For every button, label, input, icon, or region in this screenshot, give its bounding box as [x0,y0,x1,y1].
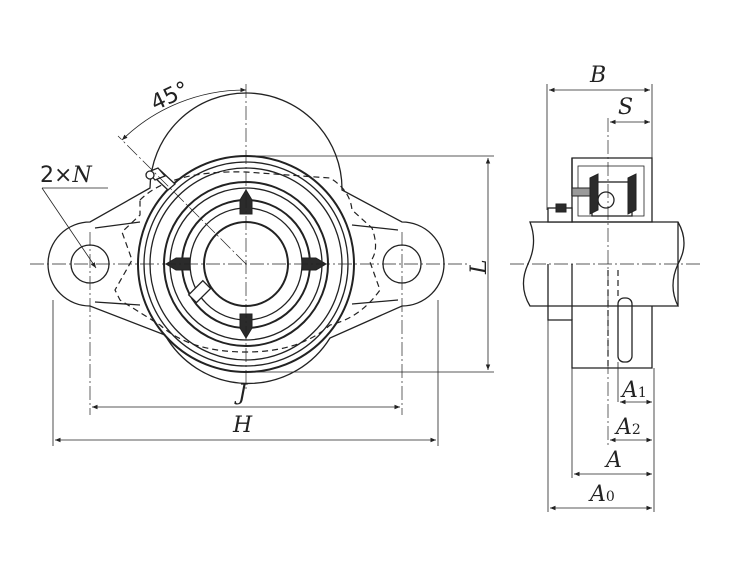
label-B: B [589,63,606,88]
hidden-housing-outline [114,171,381,353]
front-view: 45° 2×N L J H [30,77,494,446]
holes-leader [41,187,97,269]
seal-left [589,173,599,215]
label-S: S [618,95,633,120]
label-J: J [234,381,248,406]
label-L: L [467,259,492,275]
flange-outline [47,92,445,385]
label-A1: A1 [620,378,647,403]
notch-right [301,257,327,271]
side-set-screw [555,203,567,213]
flange-inner-left [94,221,141,306]
seal-right [627,173,637,215]
holes-label: 2×N [40,163,92,188]
side-view: B S A1 A2 A A0 [510,63,700,512]
label-H: H [232,413,253,438]
flange-inner-right [351,224,399,305]
housing-top [571,157,653,223]
set-screw [187,279,212,304]
ball [597,191,615,209]
label-A2: A2 [614,415,641,440]
angle-label: 45° [147,77,193,116]
label-A: A [604,448,622,473]
centerline-45deg [117,135,247,265]
label-A0: A0 [588,482,615,507]
notch-left [165,257,191,271]
housing-bottom [547,264,653,369]
grease-nipple [145,167,176,191]
angle-arc [121,87,247,141]
housing-slot [617,297,633,363]
